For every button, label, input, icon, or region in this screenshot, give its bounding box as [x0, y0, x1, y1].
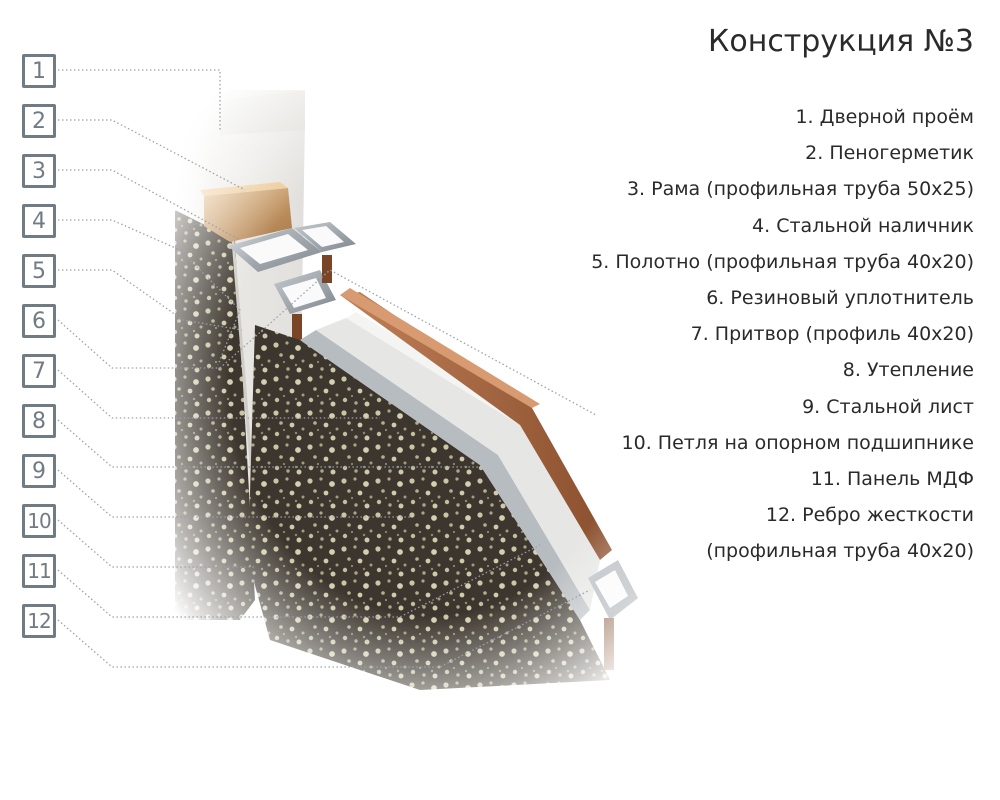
legend-item-9: 9. Стальной лист: [802, 395, 974, 418]
marker-9: 9: [22, 454, 56, 488]
marker-11: 11: [22, 554, 56, 588]
legend-item-6: 6. Резиновый уплотнитель: [706, 287, 974, 309]
leader-lines: [57, 69, 597, 668]
legend-item-10: 10. Петля на опорном подшипнике: [621, 431, 974, 454]
legend-item-13: (профильная труба 40х20): [706, 540, 974, 563]
legend-item-12: 12. Ребро жесткости: [765, 504, 974, 527]
legend-item-2: 2. Пеногерметик: [805, 142, 974, 165]
legend-item-1: 1. Дверной проём: [795, 106, 974, 128]
marker-10: 10: [22, 504, 56, 538]
marker-6: 6: [22, 304, 56, 338]
marker-12: 12: [22, 604, 56, 638]
legend-item-8: 8. Утепление: [842, 359, 974, 382]
marker-3: 3: [22, 154, 56, 188]
marker-2: 2: [22, 104, 56, 138]
legend-item-3: 3. Рама (профильная труба 50х25): [626, 178, 974, 201]
legend-item-7: 7. Притвор (профиль 40х20): [690, 323, 974, 346]
legend-item-4: 4. Стальной наличник: [752, 214, 974, 237]
marker-8: 8: [22, 404, 56, 438]
marker-5: 5: [22, 254, 56, 288]
marker-4: 4: [22, 204, 56, 238]
marker-1: 1: [22, 54, 56, 88]
marker-7: 7: [22, 354, 56, 388]
legend-item-11: 11. Панель МДФ: [810, 468, 974, 490]
diagram-title: Конструкция №3: [708, 24, 974, 59]
legend-item-5: 5. Полотно (профильная труба 40х20): [591, 250, 974, 273]
